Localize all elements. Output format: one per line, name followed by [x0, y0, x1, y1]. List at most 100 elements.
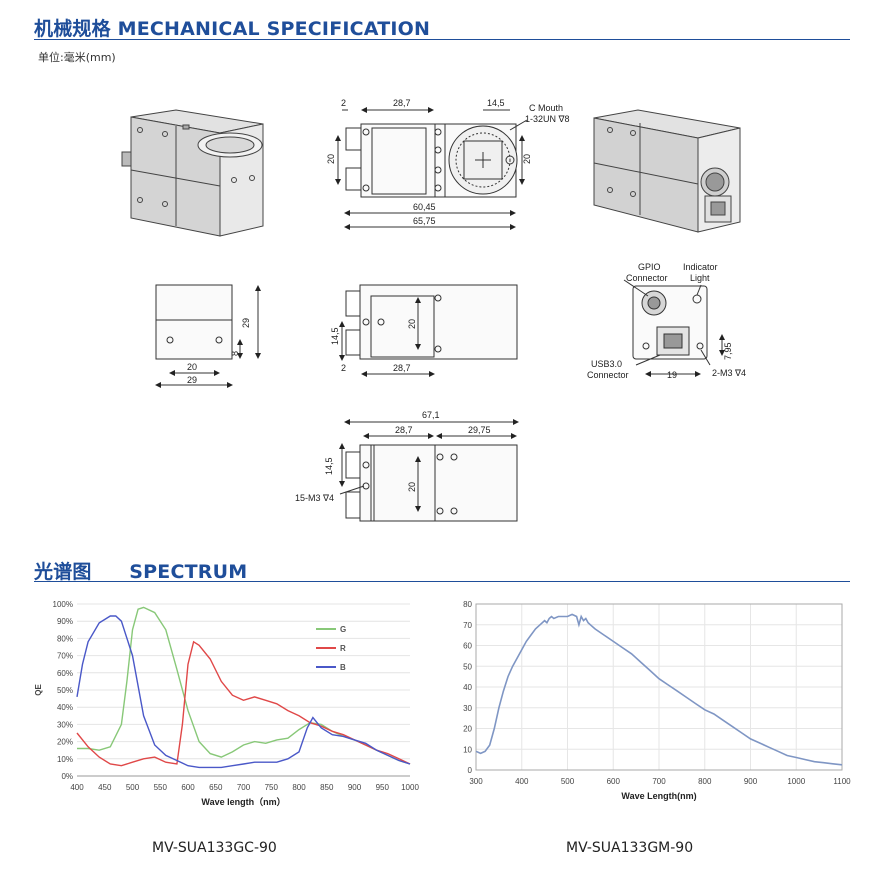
bottom-dim-67-1: 67,1: [422, 410, 440, 420]
gpio-label-1: GPIO: [638, 262, 661, 272]
color-qe-chart: 0% 10% 20% 30% 40% 50% 60% 70% 80% 90% 100% 400 450 5…: [34, 600, 419, 807]
x-tick-label: 450: [98, 783, 112, 792]
y-tick-label: 0%: [61, 772, 73, 781]
x-axis-label: Wave Length(nm): [621, 791, 696, 801]
y-tick-label: 40%: [57, 703, 73, 712]
x-tick-label: 500: [561, 777, 575, 786]
y-tick-label: 40: [463, 683, 472, 692]
usb-label-2: Connector: [587, 370, 629, 380]
mount-note-2: 1-32UN ∇8: [525, 114, 570, 124]
series-line-r: [76, 640, 411, 767]
x-tick-label: 900: [348, 783, 362, 792]
legend-label-b: B: [340, 663, 346, 672]
x-tick-label: 750: [265, 783, 279, 792]
x-tick-label: 400: [515, 777, 529, 786]
side-dim-14-5: 14,5: [330, 327, 340, 345]
x-tick-label: 1000: [787, 777, 805, 786]
y-tick-label: 70%: [57, 652, 73, 661]
x-tick-label: 950: [376, 783, 390, 792]
top-dim-20-left: 20: [326, 154, 336, 164]
caption-color-model: MV-SUA133GC-90: [152, 840, 277, 856]
top-dim-20-right: 20: [522, 154, 532, 164]
y-tick-label: 50%: [57, 686, 73, 695]
y-tick-label: 80: [463, 600, 472, 609]
iso-camera-rear: [593, 109, 741, 233]
spectrum-title-cn: 光谱图: [34, 561, 92, 583]
legend-label-g: G: [340, 625, 346, 634]
x-tick-label: 800: [292, 783, 306, 792]
back-screw-note: 2-M3 ∇4: [712, 368, 746, 378]
x-tick-label: 650: [209, 783, 223, 792]
x-tick-label: 1100: [833, 777, 851, 786]
x-tick-label: 700: [237, 783, 251, 792]
unit-label: 单位:毫米(mm): [38, 51, 116, 64]
front-dim-29-right: 29: [241, 318, 251, 328]
x-tick-label: 400: [70, 783, 84, 792]
spectrum-title-en: SPECTRUM: [129, 561, 248, 583]
y-tick-label: 100%: [53, 600, 73, 609]
back-dim-19: 19: [667, 370, 677, 380]
x-tick-label: 800: [698, 777, 712, 786]
y-tick-label: 20: [463, 725, 472, 734]
bottom-dim-28-7: 28,7: [395, 425, 413, 435]
y-tick-label: 30%: [57, 720, 73, 729]
x-tick-label: 600: [181, 783, 195, 792]
front-dim-20: 20: [187, 362, 197, 372]
top-dim-60-45: 60,45: [413, 202, 436, 212]
y-tick-label: 30: [463, 704, 472, 713]
front-dim-8: 8: [230, 351, 240, 356]
y-tick-label: 0: [468, 766, 473, 775]
bottom-dim-29-75: 29,75: [468, 425, 491, 435]
y-tick-label: 10%: [57, 755, 73, 764]
side-dim-20: 20: [407, 319, 417, 329]
gpio-label-2: Connector: [626, 273, 668, 283]
back-view-drawing: [623, 279, 725, 377]
y-tick-label: 60: [463, 642, 472, 651]
spectrum-title-rule: [34, 581, 850, 582]
x-tick-label: 850: [320, 783, 334, 792]
bottom-dim-14-5: 14,5: [324, 457, 334, 475]
y-tick-label: 60%: [57, 669, 73, 678]
x-axis-label: Wave length（nm）: [201, 797, 285, 807]
x-tick-label: 500: [126, 783, 140, 792]
top-dim-14-5: 14,5: [487, 98, 505, 108]
front-view-drawing: [155, 284, 261, 388]
plot-frame: [475, 603, 843, 771]
bottom-screw-note: 15-M3 ∇4: [295, 493, 334, 503]
spectrum-section-title: 光谱图 SPECTRUM: [34, 557, 247, 584]
y-tick-label: 90%: [57, 617, 73, 626]
series-line-g: [77, 606, 411, 765]
y-tick-label: 80%: [57, 634, 73, 643]
series-line-b: [76, 615, 411, 769]
mechanical-title-rule: [34, 39, 850, 40]
usb-label-1: USB3.0: [591, 359, 622, 369]
y-tick-label: 50: [463, 662, 472, 671]
front-dim-29-bottom: 29: [187, 375, 197, 385]
series-line-mono: [475, 613, 843, 766]
side-dim-28-7: 28,7: [393, 363, 411, 373]
iso-camera-front: [121, 109, 264, 237]
y-tick-label: 20%: [57, 738, 73, 747]
y-tick-label: 70: [463, 621, 472, 630]
top-view-drawing: [335, 107, 528, 230]
mechanical-drawings: 2 28,7 14,5 20 20 60,45 65,75 C Mouth 1-…: [121, 98, 746, 522]
top-dim-65-75: 65,75: [413, 216, 436, 226]
x-tick-label: 600: [607, 777, 621, 786]
y-axis-label: QE: [34, 684, 43, 696]
side-view-drawing: [339, 284, 518, 377]
bottom-view-drawing: [339, 419, 519, 522]
indicator-label-1: Indicator: [683, 262, 718, 272]
back-dim-7-95: 7,95: [723, 342, 733, 360]
x-tick-label: 700: [652, 777, 666, 786]
x-tick-label: 550: [154, 783, 168, 792]
caption-mono-model: MV-SUA133GM-90: [566, 840, 694, 856]
legend-label-r: R: [340, 644, 346, 653]
x-tick-label: 900: [744, 777, 758, 786]
mount-note-1: C Mouth: [529, 103, 563, 113]
x-tick-label: 300: [469, 777, 483, 786]
indicator-label-2: Light: [690, 273, 710, 283]
x-tick-label: 1000: [401, 783, 419, 792]
top-dim-28-7: 28,7: [393, 98, 411, 108]
mechanical-section-title: 机械规格 MECHANICAL SPECIFICATION: [34, 18, 431, 40]
